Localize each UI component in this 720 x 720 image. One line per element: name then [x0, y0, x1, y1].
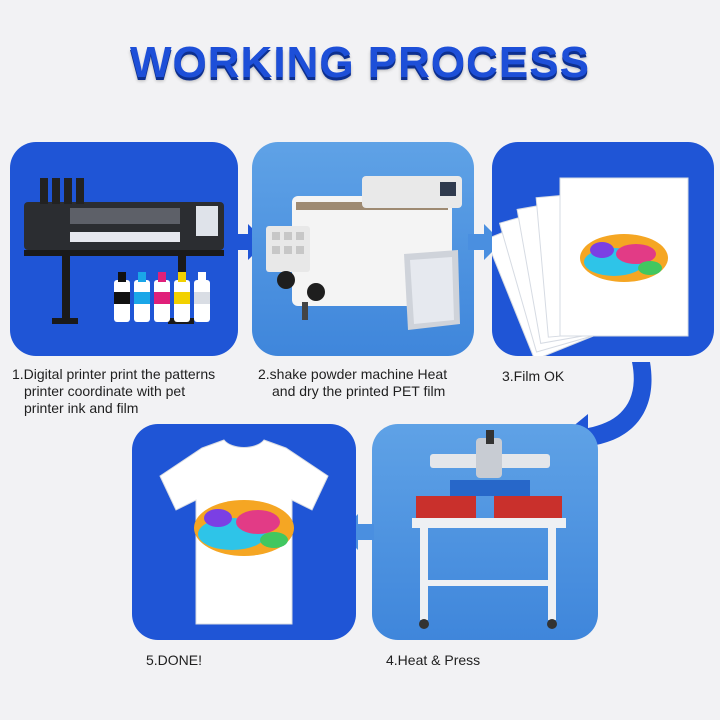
- step-1-card: [10, 142, 238, 356]
- caption-line: 2.shake powder machine Heat: [258, 366, 448, 382]
- step-3-card: [492, 142, 714, 356]
- caption-line: printer coordinate with pet: [24, 383, 186, 399]
- caption-line: 4.Heat & Press: [386, 652, 481, 668]
- arrow-left-icon: [340, 514, 374, 550]
- step-2-caption: 2.shake powder machine Heat and dry the …: [258, 366, 478, 400]
- caption-line: 1.Digital printer print the patterns: [12, 366, 216, 382]
- ink-bottles-icon: [114, 272, 210, 322]
- caption-line: 3.Film OK: [502, 368, 565, 384]
- arrow-right-icon: [232, 224, 266, 260]
- step-4-caption: 4.Heat & Press: [386, 652, 546, 669]
- step-3-caption: 3.Film OK: [502, 368, 642, 385]
- tshirt-icon: [159, 439, 329, 625]
- caption-line: printer ink and film: [24, 400, 139, 416]
- film-sheets-icon: [492, 177, 689, 356]
- caption-line: 5.DONE!: [146, 652, 203, 668]
- step-2-card: [252, 142, 474, 356]
- step-5-caption: 5.DONE!: [146, 652, 266, 669]
- printer-icon: [24, 178, 224, 324]
- step-5-card: [132, 424, 356, 640]
- step-4-card: [372, 424, 598, 640]
- step-1-caption: 1.Digital printer print the patterns pri…: [12, 366, 244, 417]
- arrow-right-icon: [468, 224, 502, 260]
- heat-press-icon: [412, 430, 566, 629]
- powder-shaker-icon: [266, 176, 462, 320]
- page-title: WORKING PROCESS: [130, 38, 590, 87]
- caption-line: and dry the printed PET film: [272, 383, 446, 399]
- film-bag-icon: [404, 250, 460, 330]
